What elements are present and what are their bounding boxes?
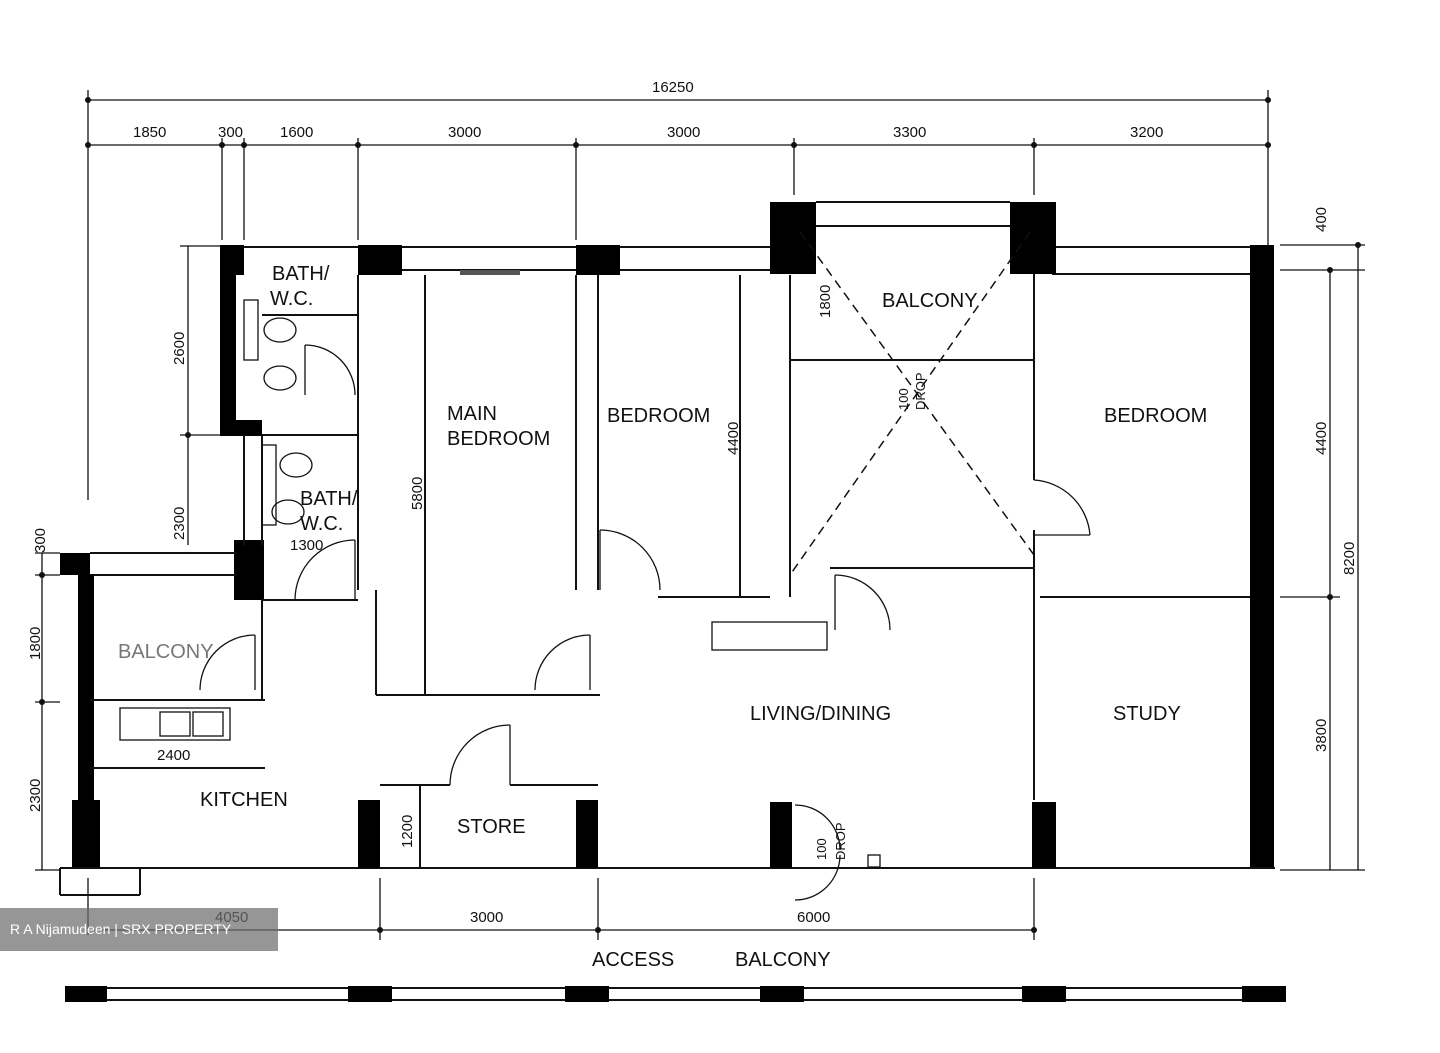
dim-top-7: 3200 <box>1130 124 1163 141</box>
dimension-lines <box>35 90 1365 940</box>
dimension-labels: 16250 1850 300 1600 3000 3000 3300 3200 … <box>27 79 1358 926</box>
dim-right-3: 3800 <box>1313 719 1330 752</box>
dim-store-depth: 1200 <box>399 815 416 848</box>
dim-left-3: 300 <box>32 528 49 553</box>
dim-kitchen-sink: 2400 <box>157 747 190 764</box>
bedroom-1-label: BEDROOM <box>607 405 710 427</box>
dim-left-5: 2300 <box>27 779 44 812</box>
drop-bottom-label: DROP <box>833 822 848 860</box>
dim-left-1: 2600 <box>171 332 188 365</box>
main-bedroom-line1: MAIN <box>447 403 497 425</box>
walls <box>59 201 1275 896</box>
fixtures <box>119 299 881 868</box>
watermark: R A Nijamudeen | SRX PROPERTY <box>0 908 278 951</box>
study-label: STUDY <box>1113 703 1181 725</box>
access-label: ACCESS <box>592 949 674 971</box>
access-balcony-strip <box>65 986 1286 1002</box>
dim-bath-width: 1300 <box>290 537 323 554</box>
drop-annotations: 100 DROP 100 DROP <box>814 372 928 860</box>
living-dining-label: LIVING/DINING <box>750 703 891 725</box>
bath-wc-2-line2: W.C. <box>300 513 343 535</box>
access-balcony-label: BALCONY <box>735 949 831 971</box>
main-bedroom-line2: BEDROOM <box>447 428 550 450</box>
bedroom-2-label: BEDROOM <box>1104 405 1207 427</box>
dim-bedroom-height: 4400 <box>725 422 742 455</box>
dim-top-5: 3000 <box>667 124 700 141</box>
dim-right-4: 8200 <box>1341 542 1358 575</box>
drop-bottom-value: 100 <box>814 838 829 860</box>
dim-top-1: 1850 <box>133 124 166 141</box>
drop-top-label: DROP <box>913 372 928 410</box>
drop-top-value: 100 <box>896 388 911 410</box>
balcony-left-label: BALCONY <box>118 641 214 663</box>
room-labels: BATH/ W.C. BATH/ W.C. MAIN BEDROOM BEDRO… <box>118 263 1207 971</box>
store-label: STORE <box>457 816 526 838</box>
kitchen-label: KITCHEN <box>200 789 288 811</box>
bath-wc-2-line1: BATH/ <box>300 488 358 510</box>
dim-bottom-3: 6000 <box>797 909 830 926</box>
bath-wc-1-line1: BATH/ <box>272 263 330 285</box>
balcony-top-label: BALCONY <box>882 290 978 312</box>
dim-top-3: 1600 <box>280 124 313 141</box>
bath-wc-1-line2: W.C. <box>270 288 313 310</box>
dim-bottom-2: 3000 <box>470 909 503 926</box>
dim-top-2: 300 <box>218 124 243 141</box>
doors <box>199 344 1091 901</box>
dim-overall-width: 16250 <box>652 79 694 96</box>
dim-right-2: 4400 <box>1313 422 1330 455</box>
dim-top-4: 3000 <box>448 124 481 141</box>
dim-top-6: 3300 <box>893 124 926 141</box>
dim-left-4: 1800 <box>27 627 44 660</box>
dim-left-2: 2300 <box>171 507 188 540</box>
dim-main-bedroom-height: 5800 <box>409 477 426 510</box>
dim-right-1: 400 <box>1313 207 1330 232</box>
dim-balcony-depth: 1800 <box>817 285 834 318</box>
balcony-void-cross <box>789 231 1035 576</box>
